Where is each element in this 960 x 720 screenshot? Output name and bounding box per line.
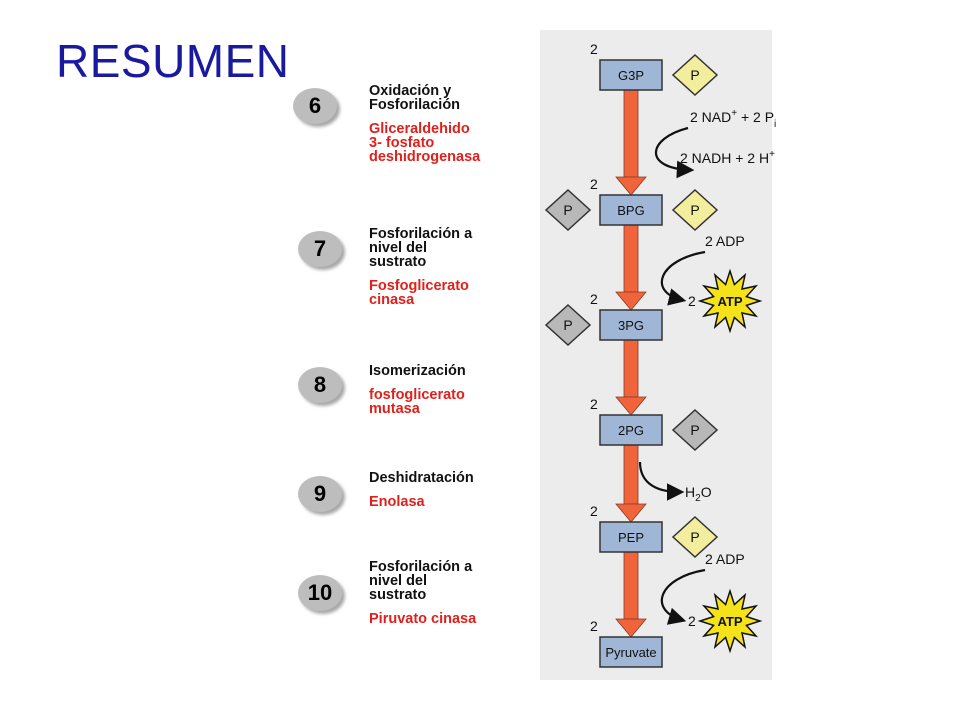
pathway-arrow-head — [615, 291, 647, 311]
phosphate-3pg-label: P — [563, 317, 572, 333]
pathway-arrow-shaft — [623, 89, 639, 178]
phosphate-bpg-left — [544, 188, 592, 232]
stoichiometry-2pg: 2 — [590, 396, 598, 412]
metabolite-box-2pg — [599, 414, 663, 446]
step-10-curved-arrow — [660, 568, 706, 625]
pathway-arrow-head — [615, 396, 647, 416]
step-7-reaction-type: Fosforilación a nivel del sustrato — [369, 226, 473, 270]
metabolite-box-pep — [599, 521, 663, 553]
phosphate-g3p-label: P — [690, 67, 699, 83]
step-10-enzyme: Piruvato cinasa — [369, 611, 477, 627]
metabolite-label-3pg: 3PG — [618, 318, 644, 333]
phosphate-groups: P P P P P P — [544, 53, 719, 559]
step-7-curved-arrow — [660, 250, 706, 306]
pathway-arrow-shaft — [623, 339, 639, 398]
slide-title: RESUMEN — [56, 35, 290, 87]
step-6-description: Oxidación y Fosforilación Gliceraldehido… — [369, 83, 529, 165]
step-9-reaction-type: Deshidratación — [369, 470, 474, 486]
step-number-9: 9 — [298, 476, 342, 512]
metabolite-box-3pg — [599, 309, 663, 341]
metabolite-box-pyruvate — [599, 636, 663, 668]
stoichiometry-pyruvate: 2 — [590, 618, 598, 634]
step-6-enzyme: Gliceraldehido 3- fosfato deshidrogenasa — [369, 121, 481, 165]
stoichiometry-labels: 2 2 2 2 2 2 — [590, 41, 598, 634]
metabolite-label-g3p: G3P — [618, 68, 644, 83]
pathway-arrow-shaft — [623, 444, 639, 505]
step-6-output-label: 2 NADH + 2 H+ — [680, 149, 775, 166]
metabolite-label-bpg: BPG — [617, 203, 644, 218]
phosphate-pep-label: P — [690, 529, 699, 545]
step-number-6: 6 — [293, 88, 337, 124]
metabolite-boxes: G3P BPG 3PG 2PG PEP Pyruvate — [599, 59, 663, 668]
metabolite-box-bpg — [599, 194, 663, 226]
stoichiometry-pep: 2 — [590, 503, 598, 519]
step-6-input-label: 2 NAD+ + 2 Pi — [690, 108, 776, 130]
pathway-arrow-head — [615, 176, 647, 196]
metabolite-label-2pg: 2PG — [618, 423, 644, 438]
step-10-reaction-type: Fosforilación a nivel del sustrato — [369, 559, 473, 603]
step-number-7: 7 — [298, 231, 342, 267]
step-8-reaction-type: Isomerización — [369, 363, 466, 379]
step-8-enzyme: fosfoglicerato mutasa — [369, 387, 465, 417]
step-6-curved-arrow — [655, 126, 695, 179]
atp-burst-step-7: ATP — [697, 268, 763, 334]
metabolite-box-g3p — [599, 59, 663, 91]
stoichiometry-bpg: 2 — [590, 176, 598, 192]
phosphate-bpg-right — [671, 188, 719, 232]
step-10-description: Fosforilación a nivel del sustrato Piruv… — [369, 559, 529, 627]
phosphate-pep — [671, 515, 719, 559]
step-6-reaction-type: Oxidación y Fosforilación — [369, 83, 461, 113]
atp-label-step-7: ATP — [717, 294, 742, 309]
metabolite-label-pep: PEP — [618, 530, 644, 545]
step-9-output-label: H2O — [685, 484, 712, 504]
phosphate-3pg — [544, 303, 592, 347]
pathway-arrow-shaft — [623, 224, 639, 293]
diagram-background — [540, 30, 772, 680]
phosphate-bpg-left-label: P — [563, 202, 572, 218]
phosphate-g3p — [671, 53, 719, 97]
pathway-arrow-head — [615, 618, 647, 638]
step-number-8: 8 — [298, 367, 342, 403]
step-7-description: Fosforilación a nivel del sustrato Fosfo… — [369, 226, 529, 308]
pathway-arrow-head — [615, 503, 647, 523]
step-number-10: 10 — [298, 575, 342, 611]
step-9-curved-arrow — [638, 461, 685, 501]
phosphate-2pg-label: P — [690, 422, 699, 438]
step-7-enzyme: Fosfoglicerato cinasa — [369, 278, 469, 308]
atp-label-step-10: ATP — [717, 614, 742, 629]
step-9-description: Deshidratación Enolasa — [369, 470, 529, 510]
phosphate-bpg-right-label: P — [690, 202, 699, 218]
stoichiometry-g3p: 2 — [590, 41, 598, 57]
atp-burst-step-10: ATP — [697, 588, 763, 654]
step-10-output-coefficient: 2 — [688, 613, 696, 629]
metabolite-label-pyruvate: Pyruvate — [605, 645, 656, 660]
pathway-arrow-shaft — [623, 551, 639, 620]
step-7-input-label: 2 ADP — [705, 233, 745, 249]
step-10-input-label: 2 ADP — [705, 551, 745, 567]
step-8-description: Isomerización fosfoglicerato mutasa — [369, 363, 529, 417]
glycolysis-pathway-diagram: G3P BPG 3PG 2PG PEP Pyruvate 2 2 2 2 2 2 P P P P P P 2 … — [540, 30, 776, 680]
stoichiometry-3pg: 2 — [590, 291, 598, 307]
step-9-enzyme: Enolasa — [369, 494, 425, 510]
phosphate-2pg — [671, 408, 719, 452]
step-7-output-coefficient: 2 — [688, 293, 696, 309]
